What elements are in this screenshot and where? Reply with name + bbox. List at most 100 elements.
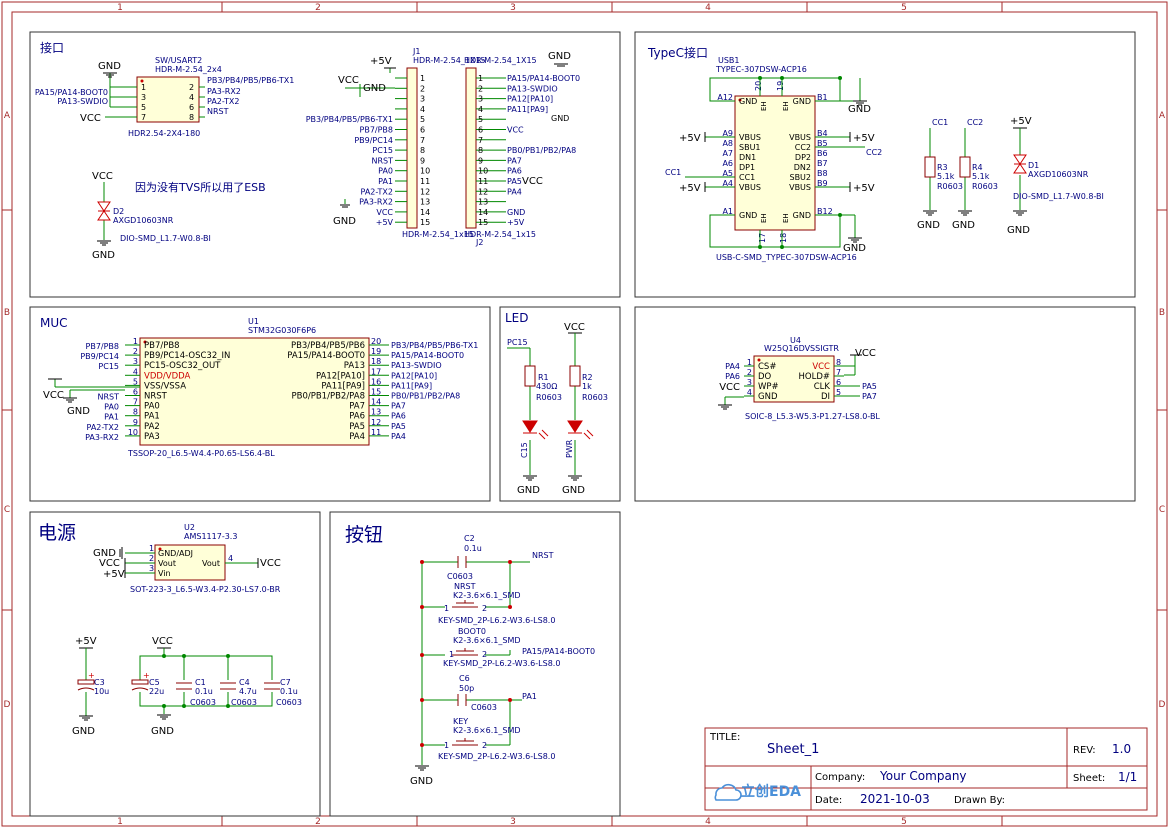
usb1-pin-number: B8 (817, 169, 828, 178)
j1-footprint: HDR-M-2.54_1X15 (413, 56, 486, 65)
usb1-pin-number: B6 (817, 149, 828, 158)
j2-vcc: VCC (522, 176, 543, 187)
r2-net: VCC (564, 322, 585, 333)
j1-pin-number: 8 (420, 146, 425, 155)
u4-vcc: VCC (855, 348, 876, 359)
reset-boot-buttons: C2 0.1u NRST C0603 NRST K2-3.6×6.1_SMD K… (410, 534, 595, 787)
j1-gnd-bottom: GND (333, 216, 356, 227)
usb1-part: TYPEC-307DSW-ACP16 (715, 65, 807, 74)
usb1-gnd: GND (848, 104, 871, 115)
j1-net-label: PB9/PC14 (354, 136, 393, 145)
r1-footprint: R0603 (536, 393, 562, 402)
d1-footprint: DIO-SMD_L1.7-W0.8-BI (1013, 192, 1104, 201)
u2-pin-name: Vout (158, 559, 176, 568)
u1-pin-name: PA1 (144, 412, 160, 422)
usb1-pin-name: VBUS (739, 183, 761, 192)
c6-net: PA1 (522, 692, 537, 701)
u1-pin-number: 19 (371, 347, 381, 356)
u2-net-vout: VCC (260, 558, 281, 569)
key-ref: KEY (453, 717, 468, 726)
u1-gnd: GND (67, 406, 90, 417)
button-pin: 2 (482, 650, 487, 659)
u1-net-label: PA1 (104, 413, 119, 422)
u1-pin-number: 9 (133, 418, 138, 427)
usb1-pin-number: B12 (817, 207, 833, 216)
key-part: K2-3.6×6.1_SMD (453, 726, 521, 735)
u4-pin-name: HOLD# (799, 372, 831, 382)
u1-pin-name: PB0/PB1/PB2/PA8 (292, 392, 366, 402)
column-marker: 2 (315, 3, 321, 13)
r1-value: 430Ω (536, 382, 557, 391)
usb1-pin-number: A9 (722, 129, 733, 138)
usb1-pin-name: SBU1 (739, 143, 761, 152)
j1-gnd-label: GND (363, 83, 386, 94)
usb1-pin-number: B5 (817, 139, 828, 148)
u1-net-label: PA3-RX2 (85, 433, 119, 442)
sw-footprint: HDR-M-2.54_2x4 (155, 65, 222, 74)
c1-value: 0.1u (195, 687, 213, 696)
c4-ref: C4 (239, 678, 250, 687)
boot0-net: PA15/PA14-BOOT0 (522, 647, 595, 656)
u1-pin-number: 17 (371, 367, 381, 376)
key-footprint: KEY-SMD_2P-L6.2-W3.6-LS8.0 (438, 752, 555, 761)
r2-footprint: R0603 (582, 393, 608, 402)
c4-value: 4.7u (239, 687, 257, 696)
usb1-pin-name: SBU2 (789, 173, 811, 182)
section-title-buttons: 按钮 (345, 524, 383, 546)
u4-pin-name: DO (758, 372, 772, 382)
u1-pin-number: 3 (133, 357, 138, 366)
c1-footprint: C0603 (190, 698, 216, 707)
interface-note: 因为没有TVS所以用了ESB (135, 180, 266, 194)
usb1-eh: EH (782, 101, 790, 111)
u2-pin-name: Vout (202, 559, 220, 568)
r2-value: 1k (582, 382, 592, 391)
r2-ref: R2 (582, 373, 593, 382)
j1-header: J1 HDR-M-2.54_1X15 12345PB3/PB4/PB5/PB6-… (306, 47, 486, 239)
u1-pin-number: 15 (371, 388, 381, 397)
u1-pin-name: PA13 (344, 361, 365, 371)
title-block: TITLE: Sheet_1 REV: 1.0 Company: Your Co… (704, 727, 1148, 811)
usb1-pin-number: A1 (722, 207, 733, 216)
u1-net-label: PA15/PA14-BOOT0 (391, 351, 464, 360)
usb1-pin-name: GND (739, 211, 757, 220)
caps-gnd: GND (151, 726, 174, 737)
u1-pin-number: 16 (371, 377, 381, 386)
u4-ref: U4 (790, 336, 801, 345)
c2-ref: C2 (464, 534, 475, 543)
u4-net-label: PA4 (725, 362, 740, 371)
j1-pin-number: 14 (420, 208, 430, 217)
row-marker: B (4, 308, 10, 318)
usb1-pin-number: A4 (722, 179, 733, 188)
r4-gnd: GND (952, 220, 975, 231)
d2-footprint: DIO-SMD_L1.7-W0.8-BI (120, 234, 211, 243)
usb1-5v: +5V (853, 183, 875, 194)
column-marker: 5 (901, 817, 907, 827)
sw-pin-label: 7 (141, 113, 146, 122)
led2-ref: PWR (565, 439, 574, 458)
u4-pin-number: 2 (747, 368, 752, 377)
d2-part: AXGD10603NR (113, 216, 174, 225)
j2-net-label: PA5 (507, 177, 522, 186)
row-marker: A (4, 111, 11, 121)
u1-pin-name: PA7 (349, 402, 365, 412)
sheet-value: 1/1 (1118, 770, 1137, 784)
d1-esd-diode: +5V D1 AXGD10603NR DIO-SMD_L1.7-W0.8-BI … (1007, 116, 1104, 236)
u4-net-label: PA6 (725, 372, 740, 381)
u1-pin-number: 10 (128, 428, 138, 437)
u1-pin-name: PA6 (349, 412, 365, 422)
u4-net-label: VCC (719, 382, 740, 393)
usb1-5v: +5V (679, 133, 701, 144)
j2-pin-number: 14 (478, 208, 488, 217)
usb1-pin-number: B9 (817, 179, 828, 188)
c2-footprint: C0603 (447, 572, 473, 581)
row-marker: D (1159, 700, 1166, 710)
u1-part: STM32G030F6P6 (248, 326, 316, 335)
usb1-pin-number: A6 (722, 159, 733, 168)
sw-pin-label: 4 (189, 93, 194, 102)
j1-net-label: PA1 (378, 177, 393, 186)
nrst-part: K2-3.6×6.1_SMD (453, 591, 521, 600)
column-marker: 1 (117, 3, 123, 13)
j1-net-label: +5V (376, 218, 394, 227)
row-marker: A (1159, 111, 1166, 121)
